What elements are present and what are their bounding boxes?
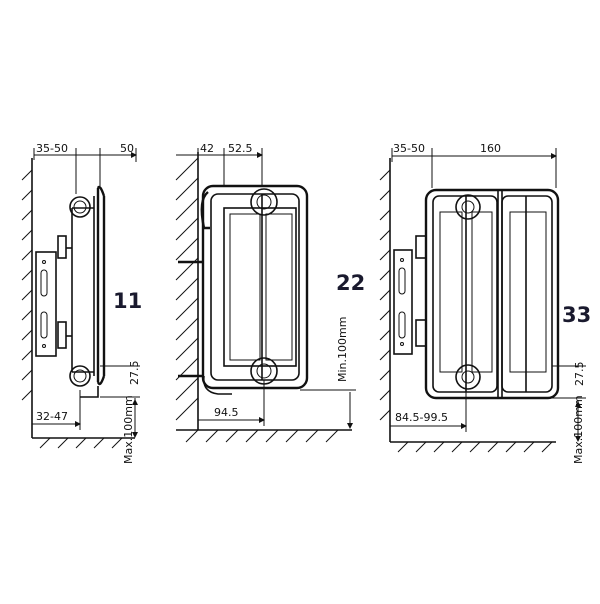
- dim-bottom: 84.5-99.5: [395, 411, 448, 424]
- floor-hatching: [176, 429, 352, 443]
- diagram-type-33: 35-50 160 27.5 84.5-99.5 Max.100mm 33: [379, 142, 591, 464]
- dim-vertical: Max.100mm: [122, 395, 135, 464]
- radiator-panel: [69, 185, 106, 398]
- dim-top-right: 50: [120, 142, 134, 155]
- dim-top-left: 35-50: [393, 142, 425, 155]
- type-label: 11: [113, 289, 142, 313]
- dim-bottom: 32-47: [36, 410, 68, 423]
- dim-vertical: Min.100mm: [336, 317, 349, 382]
- wall-bracket: [393, 235, 427, 355]
- wall-hatching: [21, 158, 33, 438]
- dim-top-left: 35-50: [36, 142, 68, 155]
- dimension-lines: [32, 148, 140, 438]
- dim-top-left: 42: [200, 142, 214, 155]
- diagram-type-22: 42 52.5 Min.100mm 94.5 22: [175, 142, 365, 443]
- type-label: 22: [336, 271, 365, 295]
- dim-top-right: 52.5: [228, 142, 253, 155]
- wall-bracket: [35, 235, 72, 357]
- wall-hatching: [175, 152, 199, 430]
- radiator-panel: [424, 188, 560, 400]
- dim-vertical: Max.100mm: [572, 395, 585, 464]
- dim-bottom: 94.5: [214, 406, 239, 419]
- wall-hatching: [379, 158, 391, 442]
- type-label: 33: [562, 303, 591, 327]
- dimension-lines: [176, 148, 356, 429]
- radiator-panel: [178, 184, 309, 395]
- floor-hatching: [32, 437, 135, 449]
- diagram-type-11: 35-50 50 27.5 32-47 Max.100mm 11: [21, 142, 142, 464]
- floor-hatching: [390, 441, 556, 453]
- dim-top-right: 160: [480, 142, 501, 155]
- dim-height: 27.5: [128, 361, 141, 386]
- dim-height: 27.5: [573, 362, 586, 387]
- dimension-lines: [390, 148, 586, 442]
